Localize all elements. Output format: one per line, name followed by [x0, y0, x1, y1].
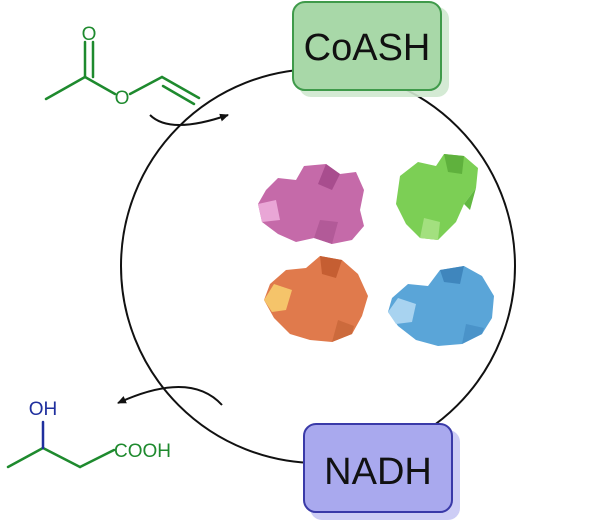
substrate-carbonyl-oxygen: O	[82, 24, 97, 45]
nadh-label: NADH	[324, 451, 432, 493]
product-exit-arrow	[117, 386, 223, 406]
product-hydroxyl-label: OH	[29, 399, 58, 420]
enzyme-blue-icon	[388, 266, 494, 346]
coash-label: CoASH	[304, 27, 431, 69]
substrate-ester-oxygen: O	[115, 88, 130, 109]
product-acid-label: COOH	[114, 441, 171, 462]
enzyme-green-icon	[396, 154, 478, 240]
coash-box	[292, 1, 449, 97]
substrate-entry-arrow	[149, 113, 229, 126]
vinyl-acetate-structure	[44, 40, 201, 106]
enzyme-pink-icon	[258, 164, 364, 244]
nadh-box	[303, 423, 460, 520]
enzyme-orange-icon	[264, 256, 368, 342]
hydroxybutyrate-structure	[6, 420, 116, 469]
